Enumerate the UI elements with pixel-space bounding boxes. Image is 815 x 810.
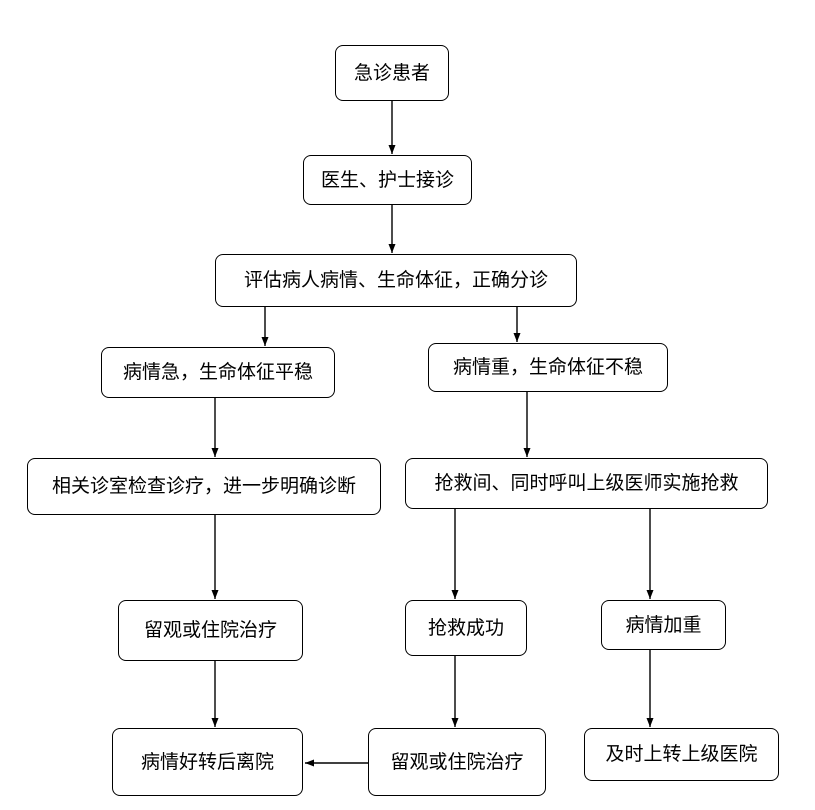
node-exam-diagnosis: 相关诊室检查诊疗，进一步明确诊断 bbox=[27, 458, 381, 515]
node-worsened: 病情加重 bbox=[601, 600, 726, 650]
node-transfer: 及时上转上级医院 bbox=[584, 728, 779, 781]
node-emergency-patient: 急诊患者 bbox=[335, 45, 449, 101]
node-assessment: 评估病人病情、生命体征，正确分诊 bbox=[215, 254, 577, 307]
node-rescue-room: 抢救间、同时呼叫上级医师实施抢救 bbox=[405, 458, 768, 509]
node-reception: 医生、护士接诊 bbox=[303, 155, 472, 205]
node-discharge: 病情好转后离院 bbox=[112, 728, 303, 796]
node-observe-right: 留观或住院治疗 bbox=[368, 728, 546, 796]
node-critical-unstable: 病情重，生命体征不稳 bbox=[428, 343, 668, 392]
node-observe-left: 留观或住院治疗 bbox=[118, 600, 303, 661]
node-rescue-success: 抢救成功 bbox=[405, 600, 527, 656]
node-urgent-stable: 病情急，生命体征平稳 bbox=[101, 347, 335, 398]
